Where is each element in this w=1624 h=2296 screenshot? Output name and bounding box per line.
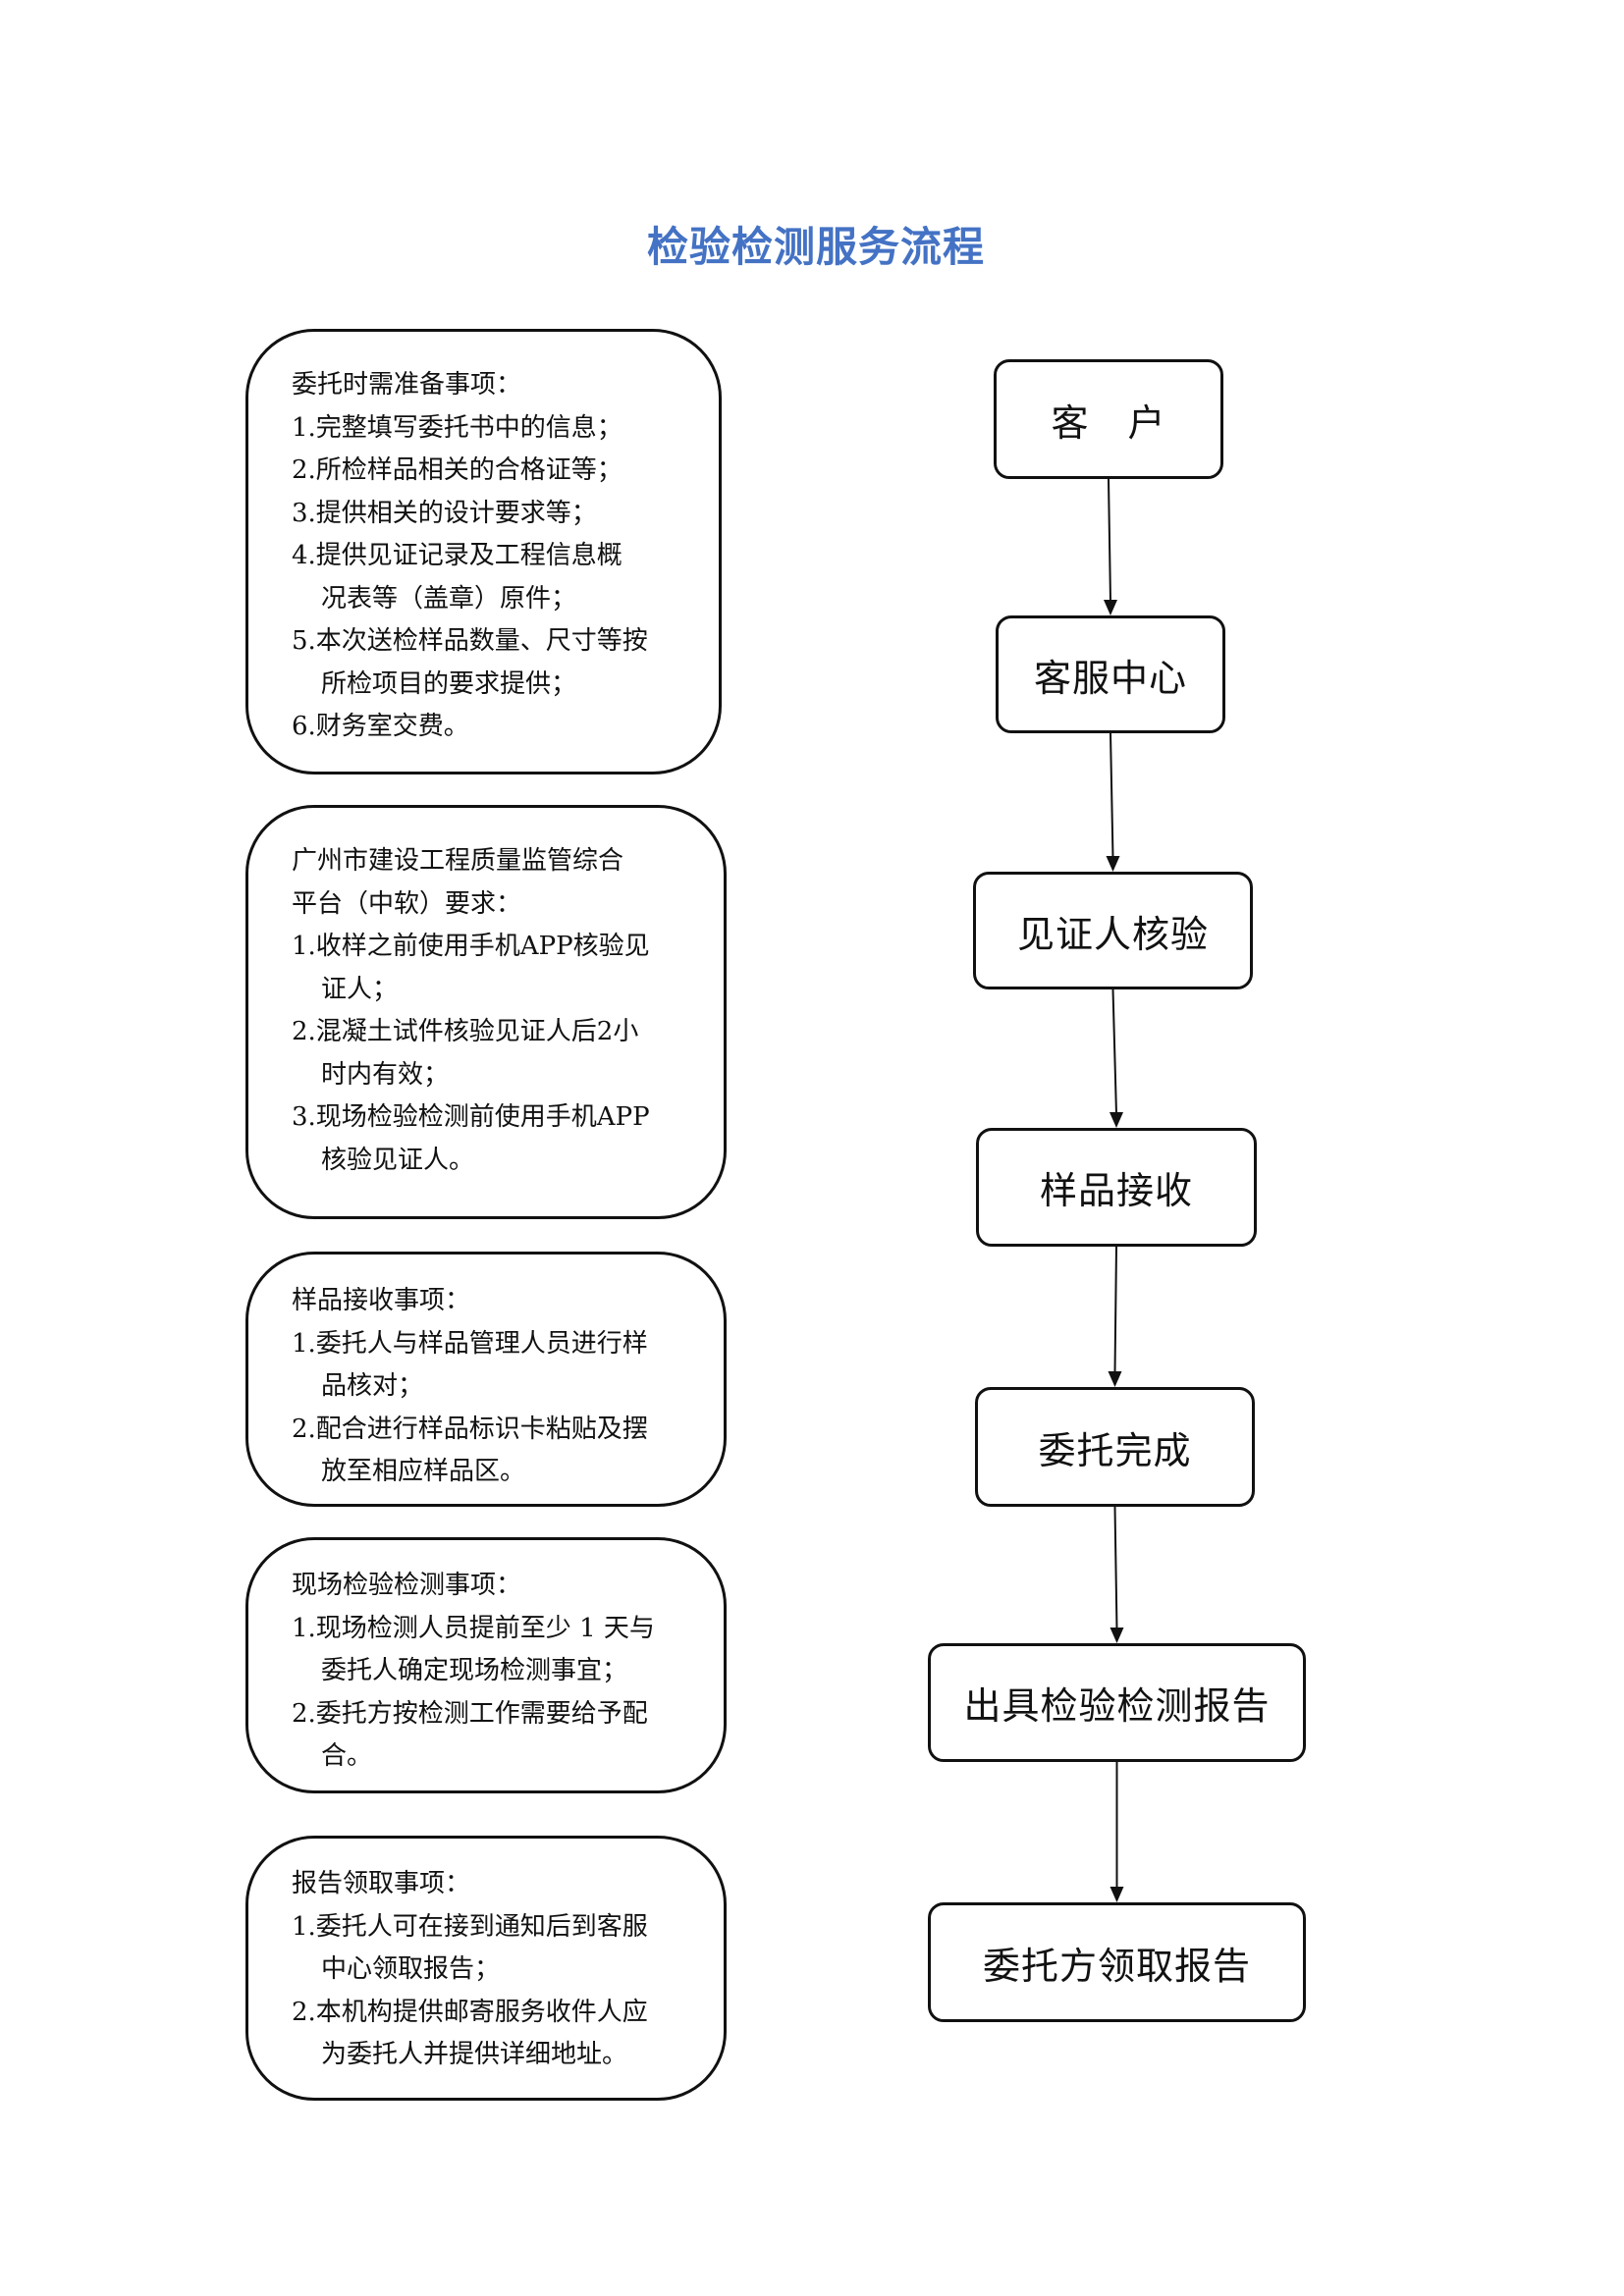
arrow-head-icon	[1110, 1628, 1124, 1643]
note-line: 品核对；	[321, 1371, 424, 1401]
arrow-line	[1113, 1506, 1118, 1630]
arrow-line	[1111, 988, 1117, 1115]
note-line: 2.混凝土试件核验见证人后2小	[292, 1017, 639, 1046]
note-line: 中心领取报告；	[321, 1954, 501, 1984]
note-line: 2.所检样品相关的合格证等；	[292, 455, 623, 485]
note-line: 1.委托人与样品管理人员进行样	[292, 1328, 648, 1359]
arrow-head-icon	[1104, 600, 1117, 615]
arrow-line	[1113, 1246, 1117, 1374]
note-line: 委托人确定现场检测事宜；	[321, 1656, 628, 1685]
note-line: 广州市建设工程质量监管综合	[292, 846, 624, 876]
arrow-head-icon	[1108, 1371, 1122, 1387]
flow-step: 委托方领取报告	[928, 1902, 1306, 2022]
note-line: 2.本机构提供邮寄服务收件人应	[292, 1997, 648, 2027]
arrow-head-icon	[1106, 856, 1120, 872]
note-line: 委托时需准备事项：	[292, 370, 522, 400]
flow-step: 样品接收	[976, 1128, 1257, 1247]
note-line: 3.提供相关的设计要求等；	[292, 498, 597, 528]
note-line: 时内有效；	[321, 1059, 450, 1090]
note-box: 委托时需准备事项： 1.完整填写委托书中的信息； 2.所检样品相关的合格证等； 3.提…	[245, 329, 722, 774]
note-line: 1.现场检测人员提前至少 1 天与	[292, 1613, 655, 1643]
note-line: 证人；	[321, 974, 399, 1004]
note-line: 1.委托人可在接到通知后到客服	[292, 1911, 648, 1942]
flow-step: 客 户	[994, 359, 1223, 479]
arrow-line	[1108, 478, 1111, 603]
note-line: 况表等（盖章）原件；	[321, 583, 577, 614]
flow-step: 见证人核验	[973, 872, 1253, 989]
note-line: 1.完整填写委托书中的信息；	[292, 412, 623, 443]
note-line: 报告领取事项：	[292, 1869, 471, 1898]
arrow-head-icon	[1110, 1887, 1124, 1902]
flow-step: 出具检验检测报告	[928, 1643, 1306, 1762]
note-line: 6.财务室交费。	[292, 712, 469, 741]
note-line: 核验见证人。	[321, 1145, 475, 1175]
note-box: 样品接收事项： 1.委托人与样品管理人员进行样品核对； 2.配合进行样品标识卡粘贴及…	[245, 1252, 727, 1507]
arrow-head-icon	[1110, 1112, 1123, 1128]
note-line: 3.现场检验检测前使用手机APP	[292, 1102, 650, 1132]
page-title: 检验检测服务流程	[646, 223, 985, 271]
note-box: 现场检验检测事项： 1.现场检测人员提前至少 1 天与委托人确定现场检测事宜； 2.…	[245, 1537, 727, 1793]
note-line: 合。	[321, 1741, 373, 1771]
note-line: 1.收样之前使用手机APP核验见	[292, 932, 650, 961]
note-box: 广州市建设工程质量监管综合平台（中软）要求： 1.收样之前使用手机APP核验见证人…	[245, 805, 727, 1219]
arrow-line	[1110, 732, 1114, 859]
note-line: 所检项目的要求提供；	[321, 668, 577, 699]
flow-step: 委托完成	[975, 1387, 1255, 1507]
flow-step: 客服中心	[996, 615, 1225, 733]
note-line: 2.委托方按检测工作需要给予配	[292, 1698, 648, 1729]
note-line: 为委托人并提供详细地址。	[321, 2040, 628, 2069]
note-line: 现场检验检测事项：	[292, 1571, 522, 1600]
note-line: 放至相应样品区。	[321, 1457, 526, 1486]
note-line: 5.本次送检样品数量、尺寸等按	[292, 626, 648, 656]
note-box: 报告领取事项： 1.委托人可在接到通知后到客服中心领取报告； 2.本机构提供邮寄服务…	[245, 1836, 727, 2101]
note-line: 样品接收事项：	[292, 1286, 471, 1315]
note-line: 平台（中软）要求：	[292, 888, 522, 919]
note-line: 2.配合进行样品标识卡粘贴及摆	[292, 1414, 648, 1444]
note-line: 4.提供见证记录及工程信息概	[292, 541, 623, 570]
